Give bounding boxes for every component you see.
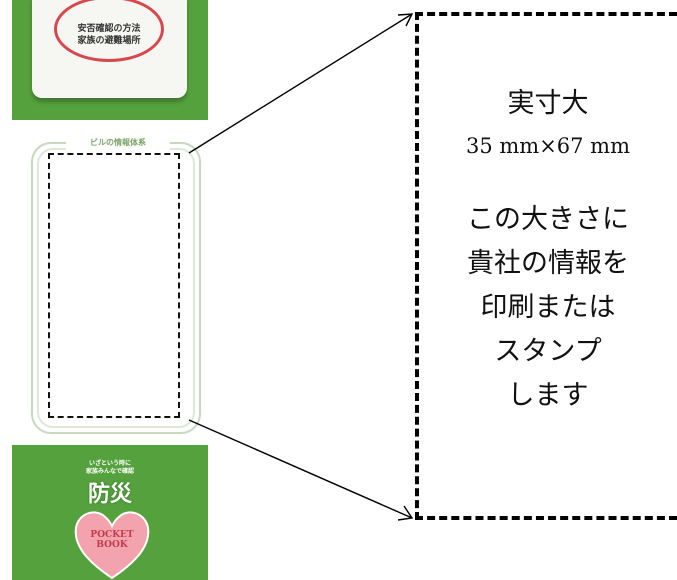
heart-text: POCKET BOOK [72, 530, 152, 550]
callout-line-5: します [507, 380, 589, 411]
callout-line-1: この大きさに [467, 204, 629, 235]
leader-line-top [188, 13, 413, 154]
print-area [48, 153, 180, 418]
bottom-caption: いざという時に 家族みんなで確認 [12, 460, 208, 476]
callout-dimensions: 35 mm×67 mm [465, 134, 631, 158]
leaflet-strip: 安否確認の方法 家族の避難場所 ビルの情報体系 いざという時に 家族みんなで確認… [12, 0, 208, 580]
bottom-caption-line-1: いざという時に [88, 460, 131, 467]
callout-line-4: スタンプ [494, 336, 602, 367]
callout-box [415, 12, 677, 520]
red-seal: 安否確認の方法 家族の避難場所 [54, 0, 164, 62]
frame-label: ビルの情報体系 [66, 136, 170, 150]
callout-line-3: 印刷または [480, 292, 616, 323]
arrowhead-top [397, 13, 414, 27]
seal-line-1: 安否確認の方法 [77, 24, 141, 34]
bottom-caption-line-2: 家族みんなで確認 [85, 468, 134, 475]
callout-title: 実寸大 [507, 88, 589, 119]
heart-line-2: BOOK [96, 540, 128, 550]
callout-line-2: 貴社の情報を [467, 248, 629, 279]
heart-line-1: POCKET [90, 530, 134, 540]
callout-text: 実寸大 35 mm×67 mm この大きさに 貴社の情報を 印刷または スタンプ… [419, 82, 677, 418]
callout-spacer [419, 166, 677, 198]
arrowhead-bottom [397, 505, 414, 521]
seal-line-2: 家族の避難場所 [77, 36, 141, 46]
leaflet-card: 安否確認の方法 家族の避難場所 [32, 0, 187, 98]
heart-icon [74, 511, 150, 580]
leader-line-bottom [188, 419, 413, 519]
bottom-title: 防災 [87, 482, 132, 507]
